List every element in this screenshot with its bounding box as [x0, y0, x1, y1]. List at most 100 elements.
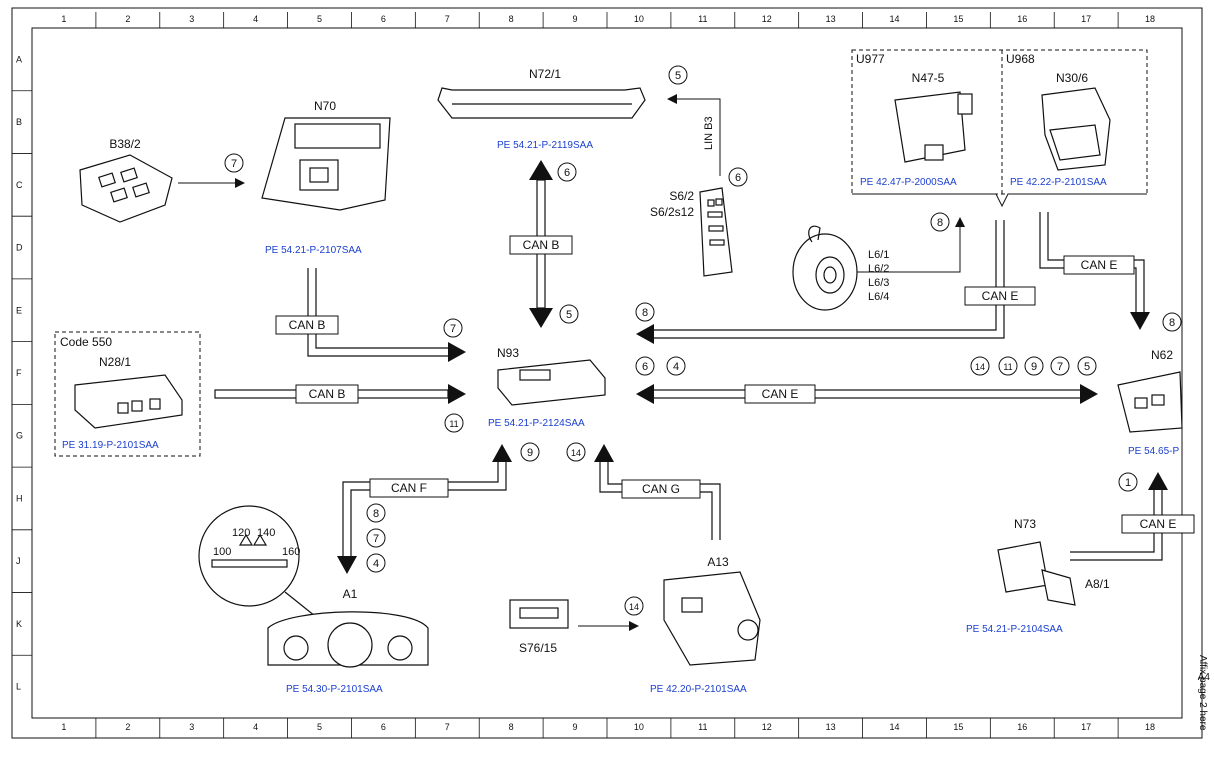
n30-6-label: N30/6: [1056, 71, 1088, 85]
can-e-label: CAN E: [1140, 517, 1177, 531]
grid-row-H: H: [16, 493, 23, 503]
n73-ref: PE 54.21-P-2104SAA: [966, 624, 1063, 635]
callout-circle: [559, 304, 579, 324]
b38-2-sensor: [79, 154, 173, 223]
callout-circle: [566, 442, 586, 462]
gauge-140: 140: [257, 527, 275, 539]
can-f-bus: CAN F: [337, 444, 512, 574]
callout-circle: [635, 356, 655, 376]
callout-number: 8: [1169, 317, 1175, 329]
n93-central-gateway: [497, 359, 606, 406]
n47-5-label: N47-5: [912, 71, 945, 85]
callout-number: 7: [1057, 361, 1063, 373]
n73-label: N73: [1014, 517, 1036, 531]
n62-parktronic-unit: [1117, 371, 1183, 433]
callout-number: 5: [675, 70, 681, 82]
grid-col-bottom-15: 15: [953, 722, 963, 732]
grid-col-top-4: 4: [253, 14, 258, 24]
a1-instrument-cluster: [267, 611, 429, 668]
gauge-120: 120: [232, 527, 250, 539]
callout-number: 9: [1031, 361, 1037, 373]
grid-col-top-8: 8: [509, 14, 514, 24]
n30-6-ref: PE 42.22-P-2101SAA: [1010, 177, 1107, 188]
callout-circle: [1118, 472, 1138, 492]
lin-b3-label: LIN B3: [703, 116, 715, 150]
l6-2-label: L6/2: [868, 263, 889, 275]
n28-1-label: N28/1: [99, 355, 131, 369]
grid-col-bottom-4: 4: [253, 722, 258, 732]
callout-number: 11: [449, 419, 458, 429]
can-e-label: CAN E: [762, 387, 799, 401]
callout-circle: [557, 162, 577, 182]
callout-circle: [1077, 356, 1097, 376]
grid-col-top-3: 3: [189, 14, 194, 24]
grid-col-bottom-11: 11: [698, 722, 707, 732]
callout-circle: [1050, 356, 1070, 376]
n72-1-label: N72/1: [529, 67, 561, 81]
grid-col-top-17: 17: [1081, 14, 1091, 24]
can-e-label: CAN E: [1081, 258, 1118, 272]
a8-1-label: A8/1: [1085, 577, 1110, 591]
callout-number: 8: [642, 307, 648, 319]
callout-number: 7: [450, 323, 456, 335]
grid-col-top-11: 11: [698, 14, 707, 24]
callout-circle: [1024, 356, 1044, 376]
grid-col-bottom-10: 10: [634, 722, 644, 732]
grid-row-L: L: [16, 682, 21, 692]
grid-col-top-2: 2: [125, 14, 130, 24]
can-b-label: CAN B: [523, 238, 560, 252]
grid-col-bottom-17: 17: [1081, 722, 1091, 732]
s76-15-label: S76/15: [519, 641, 557, 655]
u977-label: U977: [856, 52, 885, 66]
can-e-n73-bus: CAN E: [1070, 472, 1195, 561]
can-g-label: CAN G: [642, 482, 680, 496]
grid-row-C: C: [16, 180, 23, 190]
grid-col-bottom-14: 14: [889, 722, 899, 732]
callout-number: 7: [231, 158, 237, 170]
callout-number: 6: [735, 172, 741, 184]
gauge-160: 160: [282, 546, 300, 558]
can-b-label: CAN B: [309, 387, 346, 401]
callout-circle: [970, 356, 990, 376]
grid-col-bottom-2: 2: [125, 722, 130, 732]
bracket: [852, 193, 1147, 208]
grid-col-top-1: 1: [61, 14, 66, 24]
s6-2-switch: [699, 187, 733, 277]
n70-ref: PE 54.21-P-2107SAA: [265, 245, 362, 256]
grid-col-top-6: 6: [381, 14, 386, 24]
callout-circle: [224, 153, 244, 173]
affix-label: A4: [1197, 672, 1210, 683]
callout-number: 7: [373, 533, 379, 545]
grid-col-bottom-13: 13: [826, 722, 836, 732]
n62-ref: PE 54.65-P: [1128, 446, 1179, 457]
callout-circle: [520, 442, 540, 462]
grid-col-top-9: 9: [573, 14, 578, 24]
callout-number: 5: [1084, 361, 1090, 373]
a1-label: A1: [343, 587, 358, 601]
u968-label: U968: [1006, 52, 1035, 66]
can-e-n62-bus: CAN E: [1039, 212, 1150, 330]
can-b-label: CAN B: [289, 318, 326, 332]
callout-number: 11: [1003, 362, 1012, 372]
gauge-100: 100: [213, 546, 231, 558]
grid-col-bottom-5: 5: [317, 722, 322, 732]
a13-camera-unit: [663, 571, 761, 666]
callout-number: 5: [566, 309, 572, 321]
callout-number: 9: [527, 447, 533, 459]
grid-col-bottom-9: 9: [573, 722, 578, 732]
grid-col-top-15: 15: [953, 14, 963, 24]
n72-1-control-panel: [437, 87, 646, 119]
callout-number: 14: [629, 602, 639, 612]
grid-col-bottom-1: 1: [61, 722, 66, 732]
callout-circle: [624, 596, 644, 616]
grid-col-bottom-18: 18: [1145, 722, 1155, 732]
can-e-main-bus: CAN E: [636, 384, 1098, 404]
n72-1-ref: PE 54.21-P-2119SAA: [497, 140, 593, 151]
thin-connections: [178, 94, 965, 631]
grid-col-bottom-3: 3: [189, 722, 194, 732]
n93-ref: PE 54.21-P-2124SAA: [488, 418, 585, 429]
callout-circle: [1162, 312, 1182, 332]
a13-label: A13: [707, 555, 729, 569]
l6-wheel-sensor: [792, 225, 858, 311]
callout-circle: [728, 167, 748, 187]
